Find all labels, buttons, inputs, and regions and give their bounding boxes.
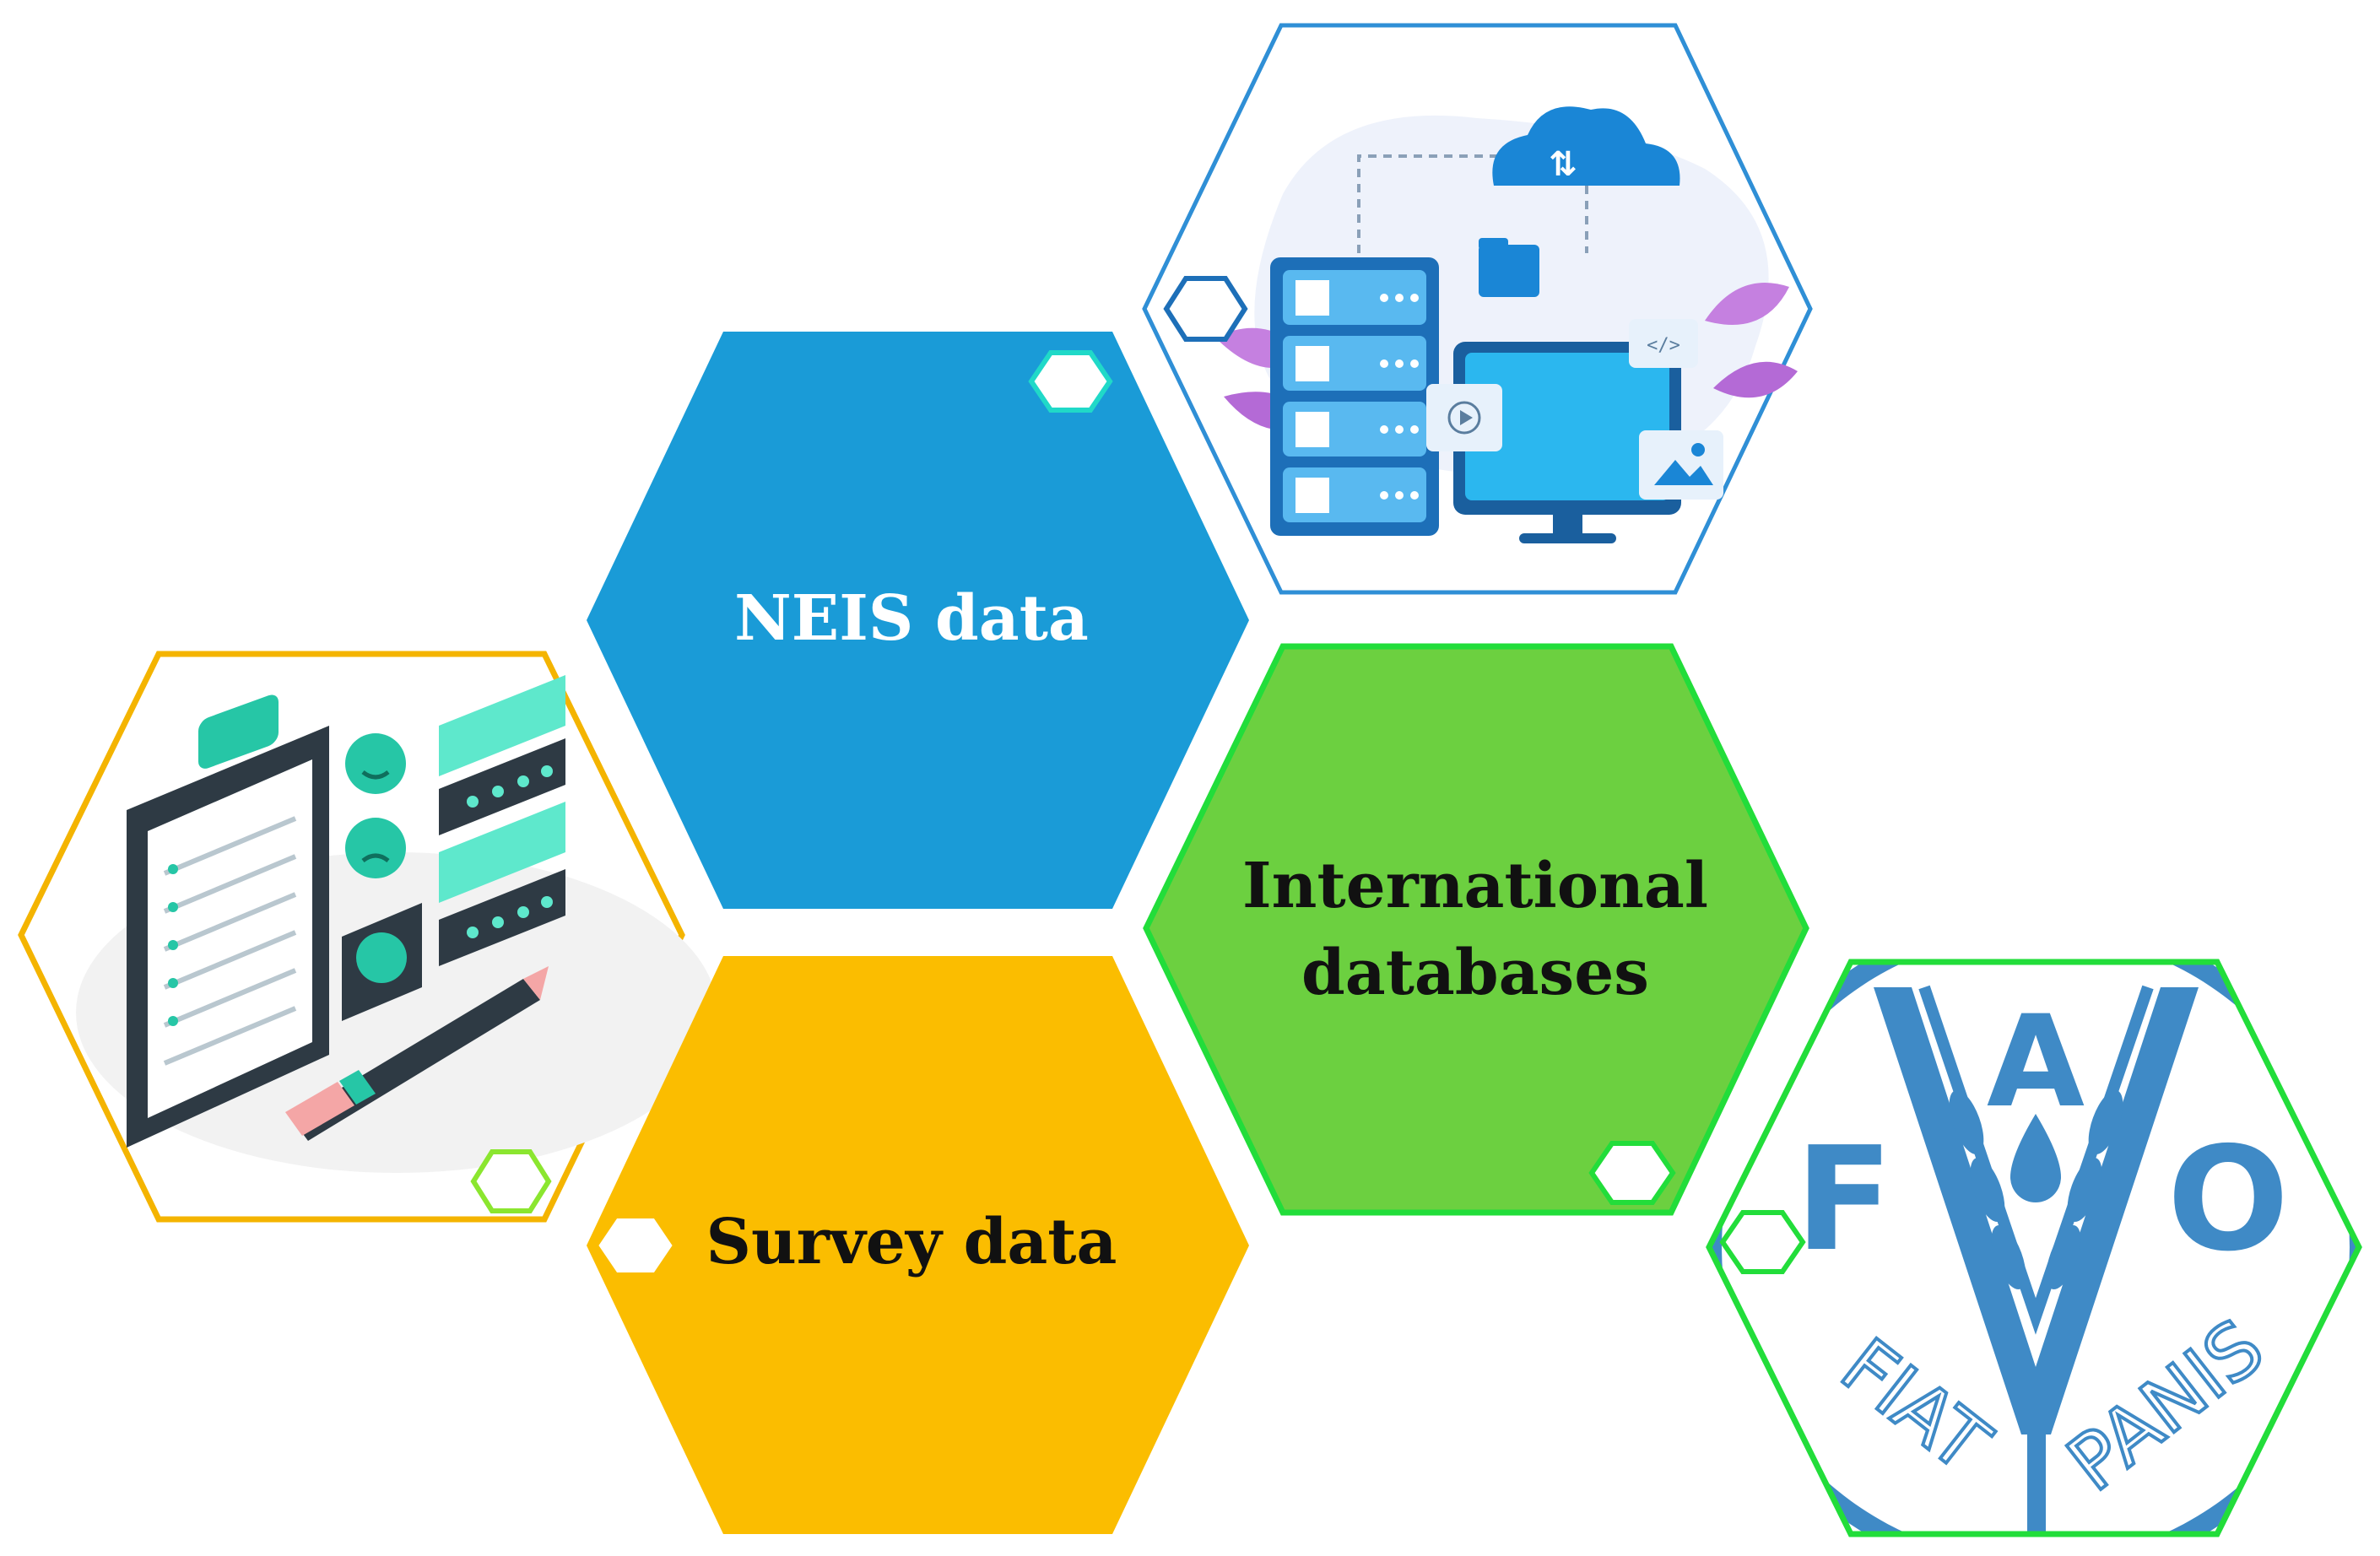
survey-connector-hexagon [594,1215,677,1276]
fao-image-frame [1706,959,2362,1537]
international-hexagon-shape [1143,643,1809,1216]
international-databases-hexagon: International databases [1143,643,1809,1216]
neis-label: NEIS data [734,582,1089,655]
neis-data-hexagon: NEIS data [587,332,1249,909]
clipboard-survey-illustration-icon [76,675,717,1173]
survey-hexagon-shape [587,956,1249,1534]
neis-hexagon-shape [587,332,1249,909]
fao-connector-hexagon [1719,1210,1806,1274]
fao-letter-o: O [2167,1116,2290,1283]
international-connector-hexagon [1588,1141,1676,1205]
svg-text:⇅: ⇅ [1549,145,1577,184]
fao-letter-a: A [1987,989,2085,1136]
international-label-line2: databases [1301,937,1649,1009]
database-connector-hexagon [1163,276,1248,342]
survey-image-connector-hexagon [470,1149,552,1213]
fao-letter-f: F [1795,1116,1893,1283]
survey-label: Survey data [706,1206,1117,1278]
fao-logo-icon: F A O FIAT PANIS [1709,962,2359,1534]
survey-image-hexagon [18,651,717,1223]
survey-data-hexagon: Survey data [587,956,1249,1534]
cloud-server-computer-illustration-icon: ⇅ [1215,106,1798,543]
fao-logo-hexagon: F A O FIAT PANIS [1706,959,2362,1537]
svg-text:</>: </> [1647,335,1680,356]
international-label-line1: International [1242,850,1708,922]
neis-connector-hexagon [1028,350,1113,413]
database-image-hexagon: ⇅ [1142,23,1813,595]
